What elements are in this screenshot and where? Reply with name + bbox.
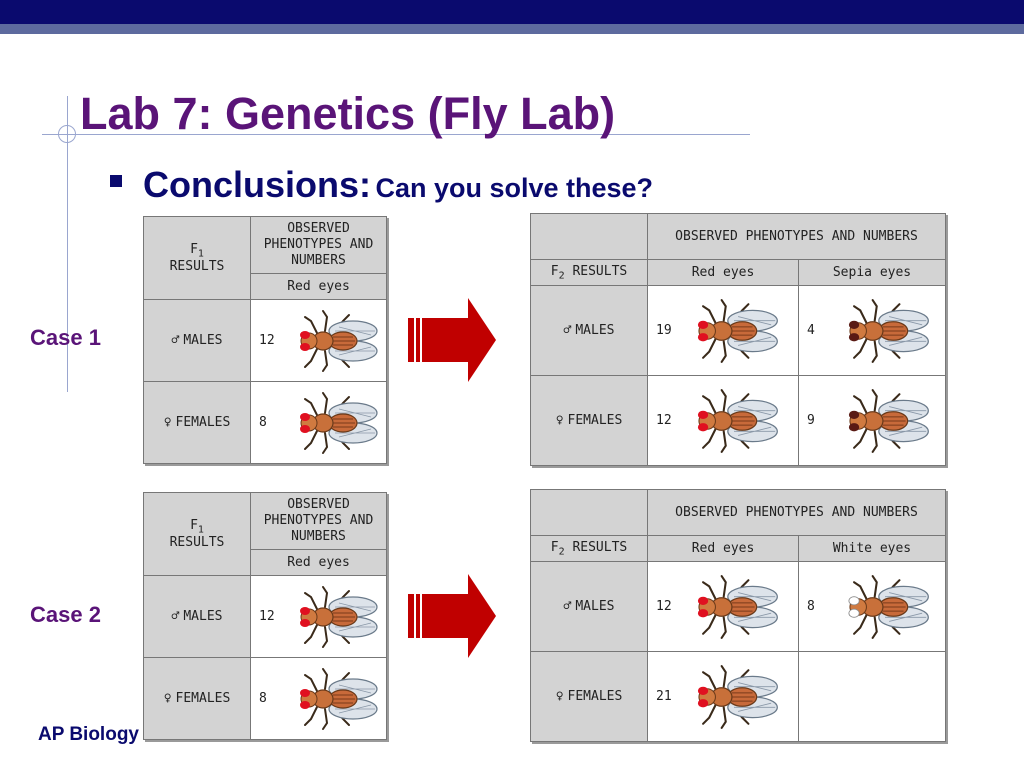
phenotype-header: White eyes	[798, 535, 946, 562]
females-row-label: ♀FEMALES	[143, 381, 251, 464]
decorative-line-vertical	[67, 96, 68, 392]
f2-results-header: F2 RESULTS	[530, 535, 648, 562]
phenotype-header: Sepia eyes	[798, 259, 946, 286]
males-row-label: ♂MALES	[530, 285, 648, 376]
observed-header: OBSERVED PHENOTYPES AND NUMBERS	[250, 216, 387, 274]
fruit-fly-icon	[835, 574, 935, 640]
empty-cell	[798, 651, 946, 742]
female-count-cell: 8	[250, 657, 387, 740]
fruit-fly-icon	[684, 664, 784, 730]
bullet-rest: Can you solve these?	[375, 173, 654, 203]
empty-header	[530, 489, 648, 536]
count: 21	[656, 689, 672, 704]
female-count-cell: 8	[250, 381, 387, 464]
female-count-cell: 9	[798, 375, 946, 466]
male-count-cell: 19	[647, 285, 799, 376]
count: 12	[259, 609, 275, 624]
male-symbol-icon: ♂	[563, 323, 572, 338]
fruit-fly-icon	[684, 574, 784, 640]
count: 12	[259, 333, 275, 348]
females-row-label: ♀FEMALES	[530, 375, 648, 466]
phenotype-header: Red eyes	[647, 535, 799, 562]
observed-header: OBSERVED PHENOTYPES AND NUMBERS	[647, 213, 946, 260]
count: 8	[807, 599, 815, 614]
male-count-cell: 12	[250, 575, 387, 658]
case-2-f2-table: OBSERVED PHENOTYPES AND NUMBERS F2 RESUL…	[530, 489, 946, 742]
case-1-f2-table: OBSERVED PHENOTYPES AND NUMBERS F2 RESUL…	[530, 213, 946, 466]
female-count-cell: 21	[647, 651, 799, 742]
count: 12	[656, 413, 672, 428]
footer-label: AP Biology	[38, 724, 139, 745]
count: 9	[807, 413, 815, 428]
fruit-fly-icon	[287, 585, 383, 649]
female-count-cell: 12	[647, 375, 799, 466]
female-symbol-icon: ♀	[555, 413, 564, 428]
females-row-label: ♀FEMALES	[530, 651, 648, 742]
right-arrow-icon	[408, 298, 496, 382]
male-count-cell: 12	[250, 299, 387, 382]
top-banner-stripe	[0, 24, 1024, 34]
count: 19	[656, 323, 672, 338]
f2-results-header: F2 RESULTS	[530, 259, 648, 286]
males-row-label: ♂MALES	[143, 299, 251, 382]
observed-header: OBSERVED PHENOTYPES AND NUMBERS	[250, 492, 387, 550]
decorative-circle	[58, 125, 76, 143]
slide-title: Lab 7: Genetics (Fly Lab)	[80, 88, 616, 139]
fruit-fly-icon	[287, 391, 383, 455]
case-2-label: Case 2	[30, 602, 101, 627]
fruit-fly-icon	[684, 388, 784, 454]
bullet-bold: Conclusions:	[143, 164, 372, 205]
male-count-cell: 4	[798, 285, 946, 376]
fruit-fly-icon	[835, 298, 935, 364]
bullet-text: Conclusions: Can you solve these?	[143, 164, 653, 206]
female-symbol-icon: ♀	[163, 691, 172, 706]
count: 8	[259, 415, 267, 430]
males-row-label: ♂MALES	[143, 575, 251, 658]
males-row-label: ♂MALES	[530, 561, 648, 652]
male-count-cell: 12	[647, 561, 799, 652]
females-row-label: ♀FEMALES	[143, 657, 251, 740]
male-symbol-icon: ♂	[171, 333, 180, 348]
observed-header: OBSERVED PHENOTYPES AND NUMBERS	[647, 489, 946, 536]
male-count-cell: 8	[798, 561, 946, 652]
case-1-label: Case 1	[30, 325, 101, 350]
count: 8	[259, 691, 267, 706]
square-bullet-icon	[110, 175, 122, 187]
count: 4	[807, 323, 815, 338]
decorative-line-horizontal	[42, 134, 750, 135]
male-symbol-icon: ♂	[171, 609, 180, 624]
phenotype-header: Red eyes	[647, 259, 799, 286]
fruit-fly-icon	[287, 309, 383, 373]
right-arrow-icon	[408, 574, 496, 658]
top-banner	[0, 0, 1024, 24]
female-symbol-icon: ♀	[555, 689, 564, 704]
fruit-fly-icon	[835, 388, 935, 454]
female-symbol-icon: ♀	[163, 415, 172, 430]
male-symbol-icon: ♂	[563, 599, 572, 614]
fruit-fly-icon	[684, 298, 784, 364]
empty-header	[530, 213, 648, 260]
count: 12	[656, 599, 672, 614]
fruit-fly-icon	[287, 667, 383, 731]
phenotype-header: Red eyes	[250, 549, 387, 576]
phenotype-header: Red eyes	[250, 273, 387, 300]
